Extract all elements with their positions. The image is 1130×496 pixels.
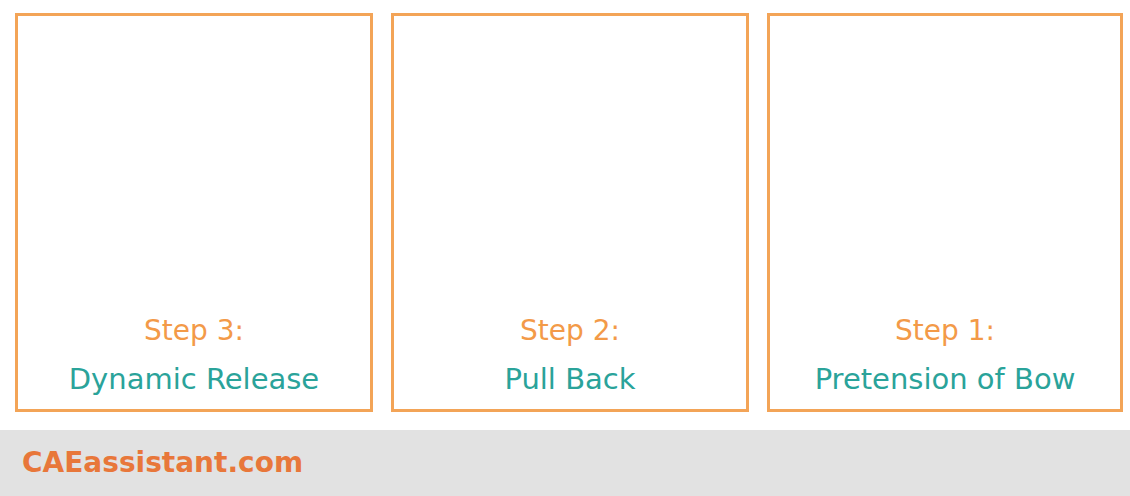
step-number: Step 1:: [895, 314, 995, 348]
step-title: Dynamic Release: [69, 362, 319, 397]
footer-band: CAEassistant.com: [0, 430, 1130, 496]
step-number: Step 2:: [520, 314, 620, 348]
step-title: Pull Back: [504, 362, 635, 397]
step-number: Step 3:: [144, 314, 244, 348]
step-panel: Step 1: Pretension of Bow: [767, 13, 1123, 412]
site-name: CAEassistant.com: [22, 446, 303, 480]
step-panel: Step 3: Dynamic Release: [15, 13, 373, 412]
step-title: Pretension of Bow: [815, 362, 1076, 397]
step-panel: Step 2: Pull Back: [391, 13, 749, 412]
